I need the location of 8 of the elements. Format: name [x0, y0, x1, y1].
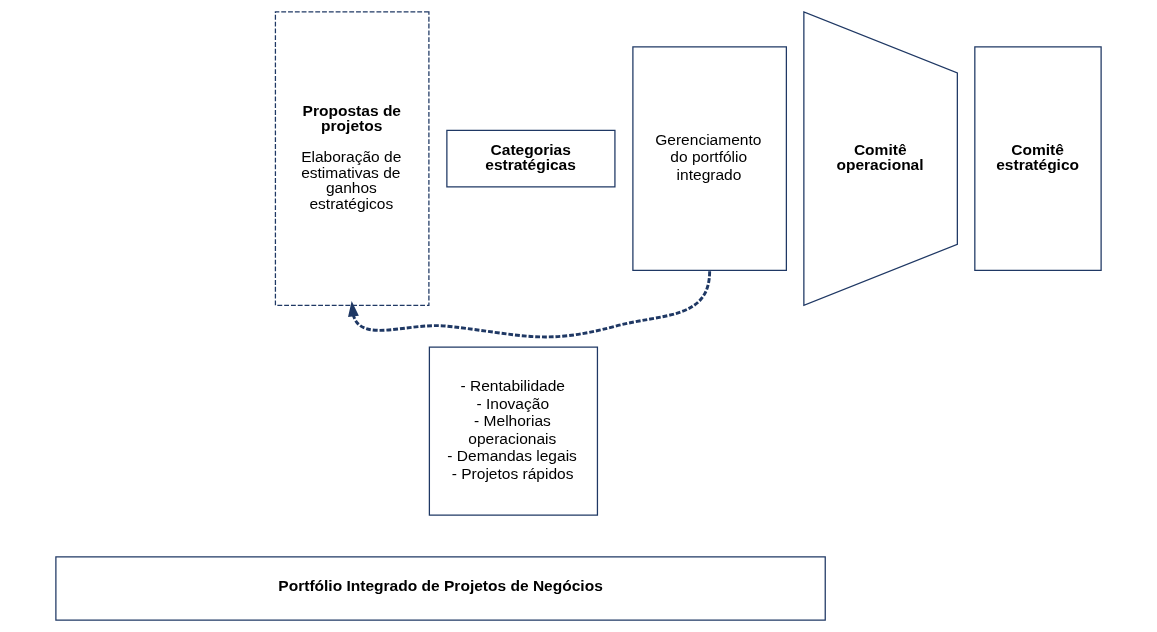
- node-box: - Rentabilidade - Inovação - Melhorias operacionais - Demandas legais - Projetos rápidos: [428, 346, 599, 516]
- node-box: Comitê operacional: [803, 11, 958, 307]
- node-box: Propostas de projetos Elaboração de estimativas de ganhos estratégicos: [274, 11, 430, 306]
- arrow: [348, 271, 712, 339]
- node-box: Categorias estratégicas: [446, 129, 616, 188]
- node-box: Gerenciamento do portfólio integrado: [632, 46, 787, 271]
- node-box: Portfólio Integrado de Projetos de Negócios: [55, 556, 826, 621]
- node-box: Comitê estratégico: [974, 46, 1102, 271]
